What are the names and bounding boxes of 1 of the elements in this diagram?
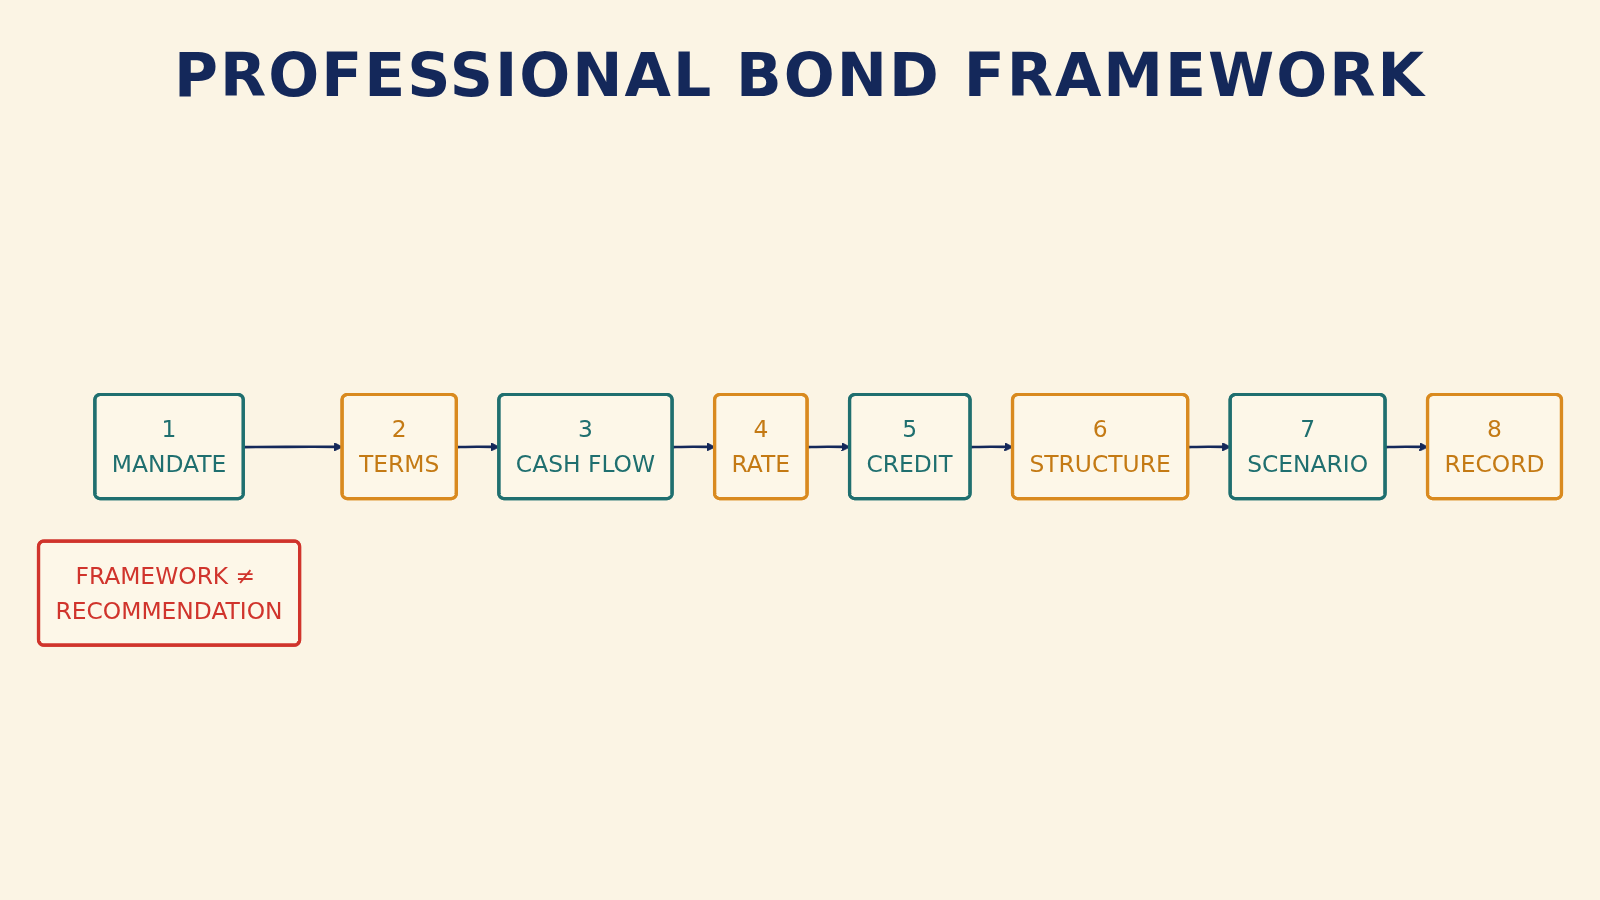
title: PROFESSIONAL BOND FRAMEWORK <box>173 40 1427 110</box>
